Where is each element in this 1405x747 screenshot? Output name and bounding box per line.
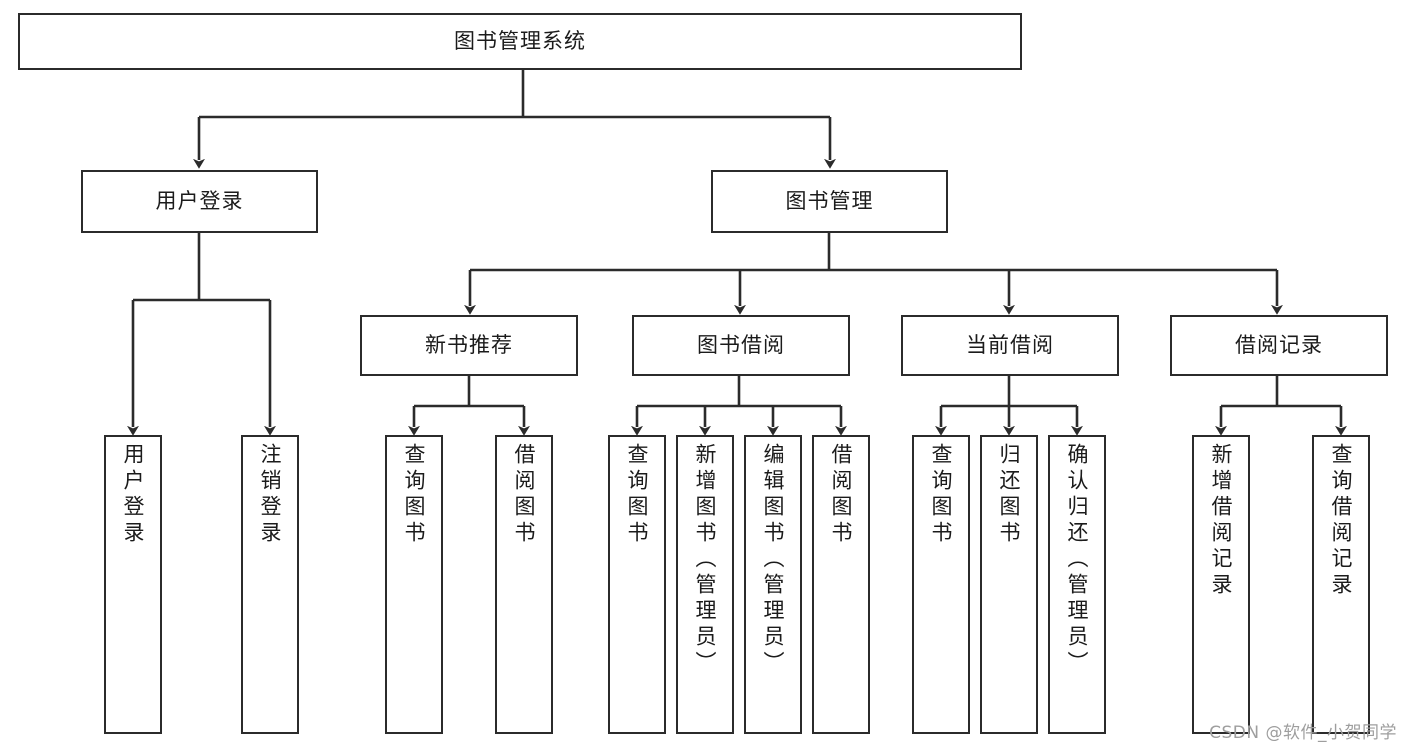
node-label: 新增借阅记录 xyxy=(1209,443,1234,599)
node-label: 查询图书 xyxy=(402,443,427,547)
node-label: 图书管理系统 xyxy=(454,29,586,54)
node-root-system[interactable]: 图书管理系统 xyxy=(18,13,1022,70)
leaf-logout[interactable]: 注销登录 xyxy=(241,435,299,734)
node-book-borrow[interactable]: 图书借阅 xyxy=(632,315,850,376)
node-label: 确认归还（管理员） xyxy=(1065,443,1090,677)
node-label: 归还图书 xyxy=(997,443,1022,547)
leaf-query-book-3[interactable]: 查询图书 xyxy=(912,435,970,734)
leaf-return-book[interactable]: 归还图书 xyxy=(980,435,1038,734)
node-label: 用户登录 xyxy=(121,443,146,547)
node-label: 查询图书 xyxy=(625,443,650,547)
leaf-borrow-book-2[interactable]: 借阅图书 xyxy=(812,435,870,734)
node-label: 用户登录 xyxy=(155,189,244,214)
node-label: 图书管理 xyxy=(785,189,874,214)
node-label: 借阅图书 xyxy=(512,443,537,547)
node-label: 图书借阅 xyxy=(697,333,785,358)
node-label: 借阅记录 xyxy=(1235,333,1323,358)
node-user-login[interactable]: 用户登录 xyxy=(81,170,318,233)
leaf-query-book-1[interactable]: 查询图书 xyxy=(385,435,443,734)
node-current-borrow[interactable]: 当前借阅 xyxy=(901,315,1119,376)
leaf-user-login[interactable]: 用户登录 xyxy=(104,435,162,734)
node-label: 借阅图书 xyxy=(829,443,854,547)
leaf-confirm-return[interactable]: 确认归还（管理员） xyxy=(1048,435,1106,734)
node-borrow-record[interactable]: 借阅记录 xyxy=(1170,315,1388,376)
leaf-query-borrow-record[interactable]: 查询借阅记录 xyxy=(1312,435,1370,734)
node-label: 新增图书（管理员） xyxy=(693,443,718,677)
leaf-borrow-book-1[interactable]: 借阅图书 xyxy=(495,435,553,734)
node-label: 当前借阅 xyxy=(966,333,1054,358)
node-label: 查询借阅记录 xyxy=(1329,443,1354,599)
leaf-edit-book[interactable]: 编辑图书（管理员） xyxy=(744,435,802,734)
node-new-book-recommend[interactable]: 新书推荐 xyxy=(360,315,578,376)
node-label: 新书推荐 xyxy=(425,333,513,358)
leaf-add-borrow-record[interactable]: 新增借阅记录 xyxy=(1192,435,1250,734)
node-book-management[interactable]: 图书管理 xyxy=(711,170,948,233)
node-label: 注销登录 xyxy=(258,443,283,547)
leaf-add-book[interactable]: 新增图书（管理员） xyxy=(676,435,734,734)
node-label: 编辑图书（管理员） xyxy=(761,443,786,677)
leaf-query-book-2[interactable]: 查询图书 xyxy=(608,435,666,734)
node-label: 查询图书 xyxy=(929,443,954,547)
